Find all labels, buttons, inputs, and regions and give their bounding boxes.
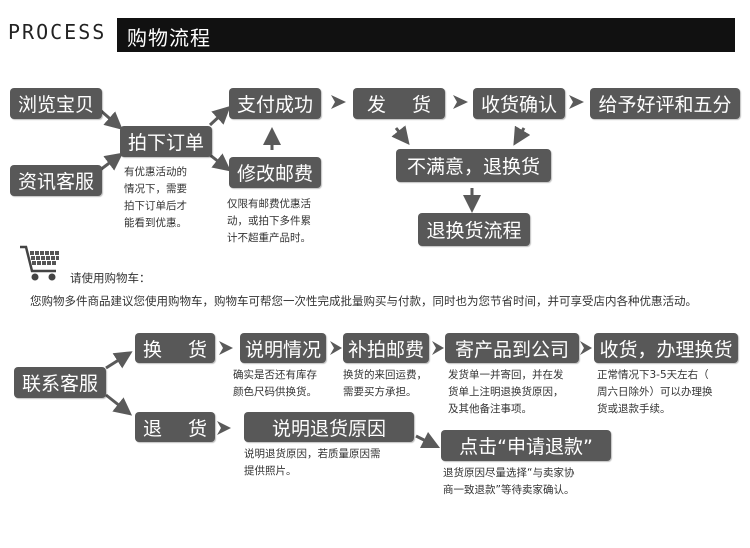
chevron-exchange-explain <box>219 341 233 355</box>
arrow-order-pay <box>208 105 231 127</box>
receive-exchange-box: 收货，办理换货 <box>594 333 738 363</box>
arrow-contact-refund <box>105 393 133 416</box>
cart-description: 您购物多件商品建议您使用购物车，购物车可帮您一次性完成批量购买与付款，同时也为您… <box>30 294 697 308</box>
order-note: 有优惠活动的情况下，需要 拍下订单后才能看到优惠。 <box>124 166 187 229</box>
cart-label: 请使用购物车： <box>70 271 151 285</box>
shopping-cart-icon <box>20 245 59 281</box>
chevron-send-receive <box>580 341 592 355</box>
return-flow-box: 退换货流程 <box>418 213 530 246</box>
postage-note: 仅限有邮费优惠活动，或拍下多件累 计不超重产品时。 <box>227 198 311 244</box>
browse-box: 浏览宝贝 <box>10 88 102 119</box>
repay-postage-box: 补拍邮费 <box>343 333 429 363</box>
consult-box: 资讯客服 <box>10 165 102 196</box>
modify-postage-box: 修改邮费 <box>229 157 321 188</box>
chevron-refund-explain <box>217 421 231 435</box>
arrow-contact-exchange <box>105 351 133 370</box>
chevron-explain-repay <box>330 341 342 355</box>
explain-refund-box: 说明退货原因 <box>244 412 414 442</box>
ship-box: 发 货 <box>353 88 445 119</box>
chevron-receive-review <box>569 95 584 109</box>
header-bar <box>117 18 735 52</box>
refund-box: 退 货 <box>135 412 215 442</box>
arrow-browse-order <box>99 108 123 130</box>
explain-box: 说明情况 <box>240 333 326 363</box>
refund-note: 说明退货原因，若质量原因需提供照片。 <box>244 448 381 477</box>
repay-note: 换货的来回运费，需要买方承担。 <box>343 369 427 398</box>
receive-confirm-box: 收货确认 <box>473 88 565 119</box>
explain-note: 确实是否还有库存颜色尺码供换货。 <box>233 369 317 398</box>
arrow-receive-unsatisfied <box>513 125 531 146</box>
pay-box: 支付成功 <box>229 88 321 119</box>
send-to-company-box: 寄产品到公司 <box>445 333 579 363</box>
order-box: 拍下订单 <box>120 126 212 157</box>
exchange-box: 换 货 <box>135 333 215 363</box>
arrow-consult-order <box>99 152 124 172</box>
chevron-repay-send <box>432 341 444 355</box>
contact-service-box: 联系客服 <box>14 367 106 398</box>
process-label: PROCESS <box>8 20 107 44</box>
unsatisfied-box: 不满意，退换货 <box>396 149 551 182</box>
arrow-ship-unsatisfied <box>391 125 410 146</box>
chevron-ship-receive <box>453 95 468 109</box>
send-note: 发货单一并寄回，并在发货单上注明退换货原因， 及其他备注事项。 <box>448 369 564 415</box>
click-refund-box: 点击“申请退款” <box>441 430 611 461</box>
arrow-order-modify <box>209 153 232 172</box>
chevron-pay-ship <box>331 95 346 109</box>
arrow-explain-click <box>415 431 441 449</box>
receive-note: 正常情况下3-5天左右（周六日除外）可以办理换 货或退款手续。 <box>597 369 713 415</box>
page-title: 购物流程 <box>127 26 211 50</box>
review-box: 给予好评和五分 <box>590 88 740 119</box>
click-note: 退货原因尽量选择“与卖家协商一致退款”等待卖家确认。 <box>443 467 575 496</box>
